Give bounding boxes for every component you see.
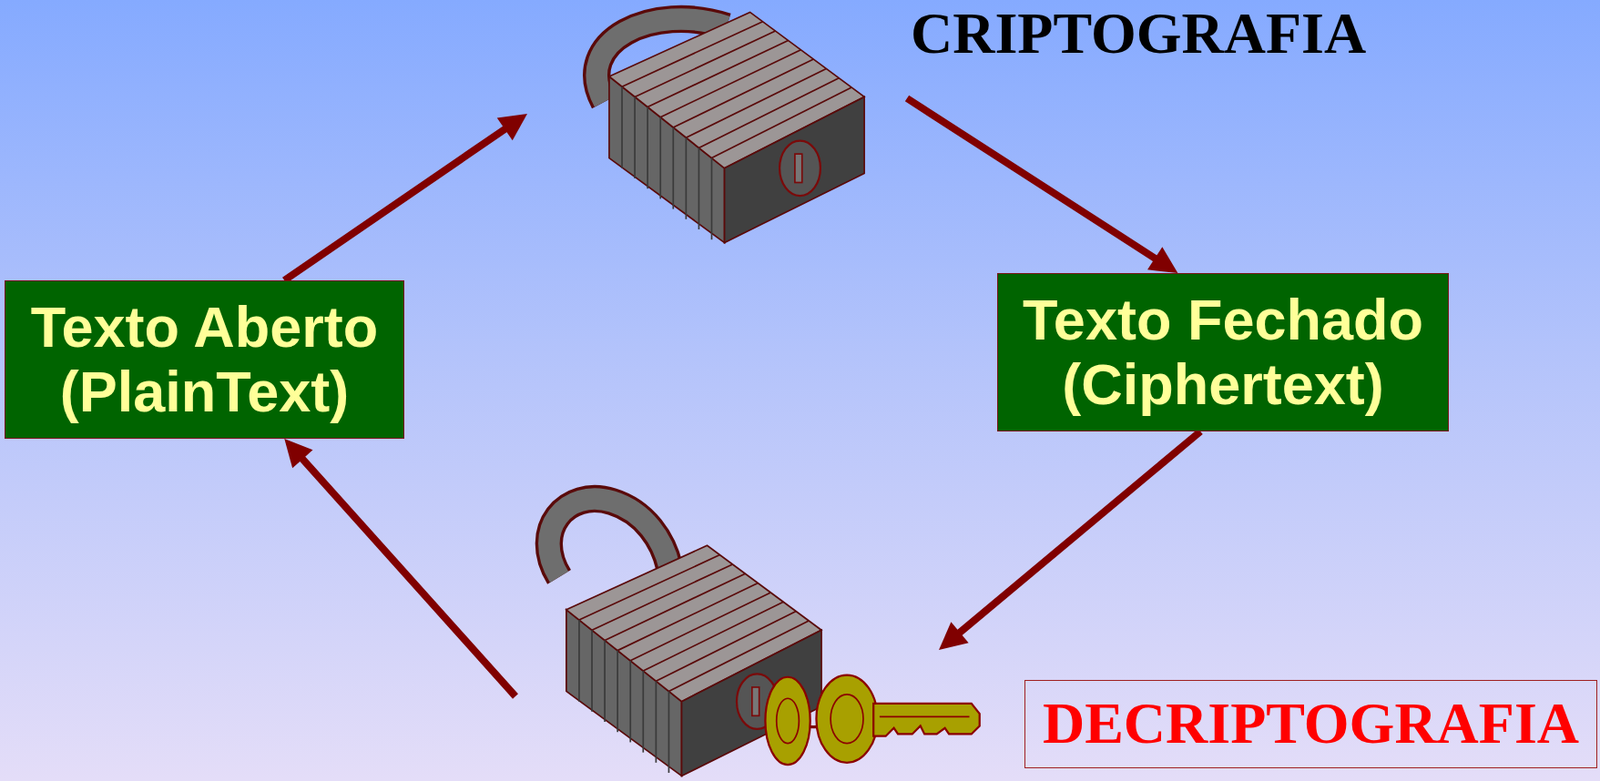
arrowhead xyxy=(497,113,528,141)
lock-ridge xyxy=(698,147,701,230)
lock-ridge xyxy=(668,691,671,774)
lock-ridge xyxy=(616,651,619,734)
lock-body xyxy=(566,545,822,776)
key-bow xyxy=(830,694,864,744)
flow-connector xyxy=(284,98,1158,281)
flow-arrow xyxy=(284,431,1201,697)
closed-padlock xyxy=(596,11,865,243)
key-bow xyxy=(815,675,877,764)
flow-connector xyxy=(300,431,1202,697)
lock-ridge xyxy=(579,555,721,621)
lock-ridge xyxy=(634,30,775,97)
process-title: CRIPTOGRAFIA xyxy=(910,1,1366,66)
step-box: DECRIPTOGRAFIA xyxy=(1024,680,1598,769)
lock-ridge xyxy=(685,68,826,138)
lock-front xyxy=(724,96,866,243)
lock-ridge xyxy=(629,661,632,744)
key-groove xyxy=(879,716,970,719)
key xyxy=(764,675,979,766)
lock-ridge xyxy=(698,78,839,149)
open-padlock xyxy=(549,499,980,776)
lock-ridge xyxy=(621,21,764,87)
lock-ridge xyxy=(591,630,593,713)
shackle xyxy=(549,499,670,578)
arrowhead xyxy=(1147,246,1178,274)
lock-ridge xyxy=(642,671,644,754)
lock-ridge xyxy=(642,601,784,672)
flow-arrow xyxy=(284,98,1178,281)
lock-ridge xyxy=(655,681,658,764)
lock-ridge xyxy=(712,87,853,159)
key-bow xyxy=(764,677,810,765)
lock-ridge xyxy=(578,620,581,703)
lock-body xyxy=(609,11,865,243)
key-bow xyxy=(776,698,800,744)
process-box: Texto Fechado (Ciphertext) xyxy=(997,273,1449,432)
lock-ridge xyxy=(659,117,662,200)
lock-ridge xyxy=(685,137,688,220)
lock-ridge xyxy=(603,640,606,723)
process-box: Texto Aberto (PlainText) xyxy=(4,280,405,439)
lock-ridge xyxy=(711,158,714,241)
node-text: DECRIPTOGRAFIA xyxy=(1042,692,1580,756)
node-text: Texto Fechado (Ciphertext) xyxy=(1010,287,1436,418)
lock-ridge xyxy=(591,564,733,631)
lock-ridge xyxy=(633,96,636,179)
arrowhead xyxy=(284,438,313,469)
shackle-outline xyxy=(549,499,670,578)
keyhole-slot xyxy=(752,687,760,716)
lock-ridge xyxy=(621,86,623,169)
key-blade xyxy=(873,703,980,737)
lock-ridge xyxy=(646,107,649,190)
node-text: Texto Aberto (PlainText) xyxy=(18,295,391,425)
lock-ridge xyxy=(655,611,796,683)
keyhole-slot xyxy=(794,153,803,183)
lock-ridge xyxy=(672,127,674,210)
arrowhead xyxy=(938,621,969,651)
keyhole xyxy=(779,141,821,196)
lock-front xyxy=(682,630,823,776)
